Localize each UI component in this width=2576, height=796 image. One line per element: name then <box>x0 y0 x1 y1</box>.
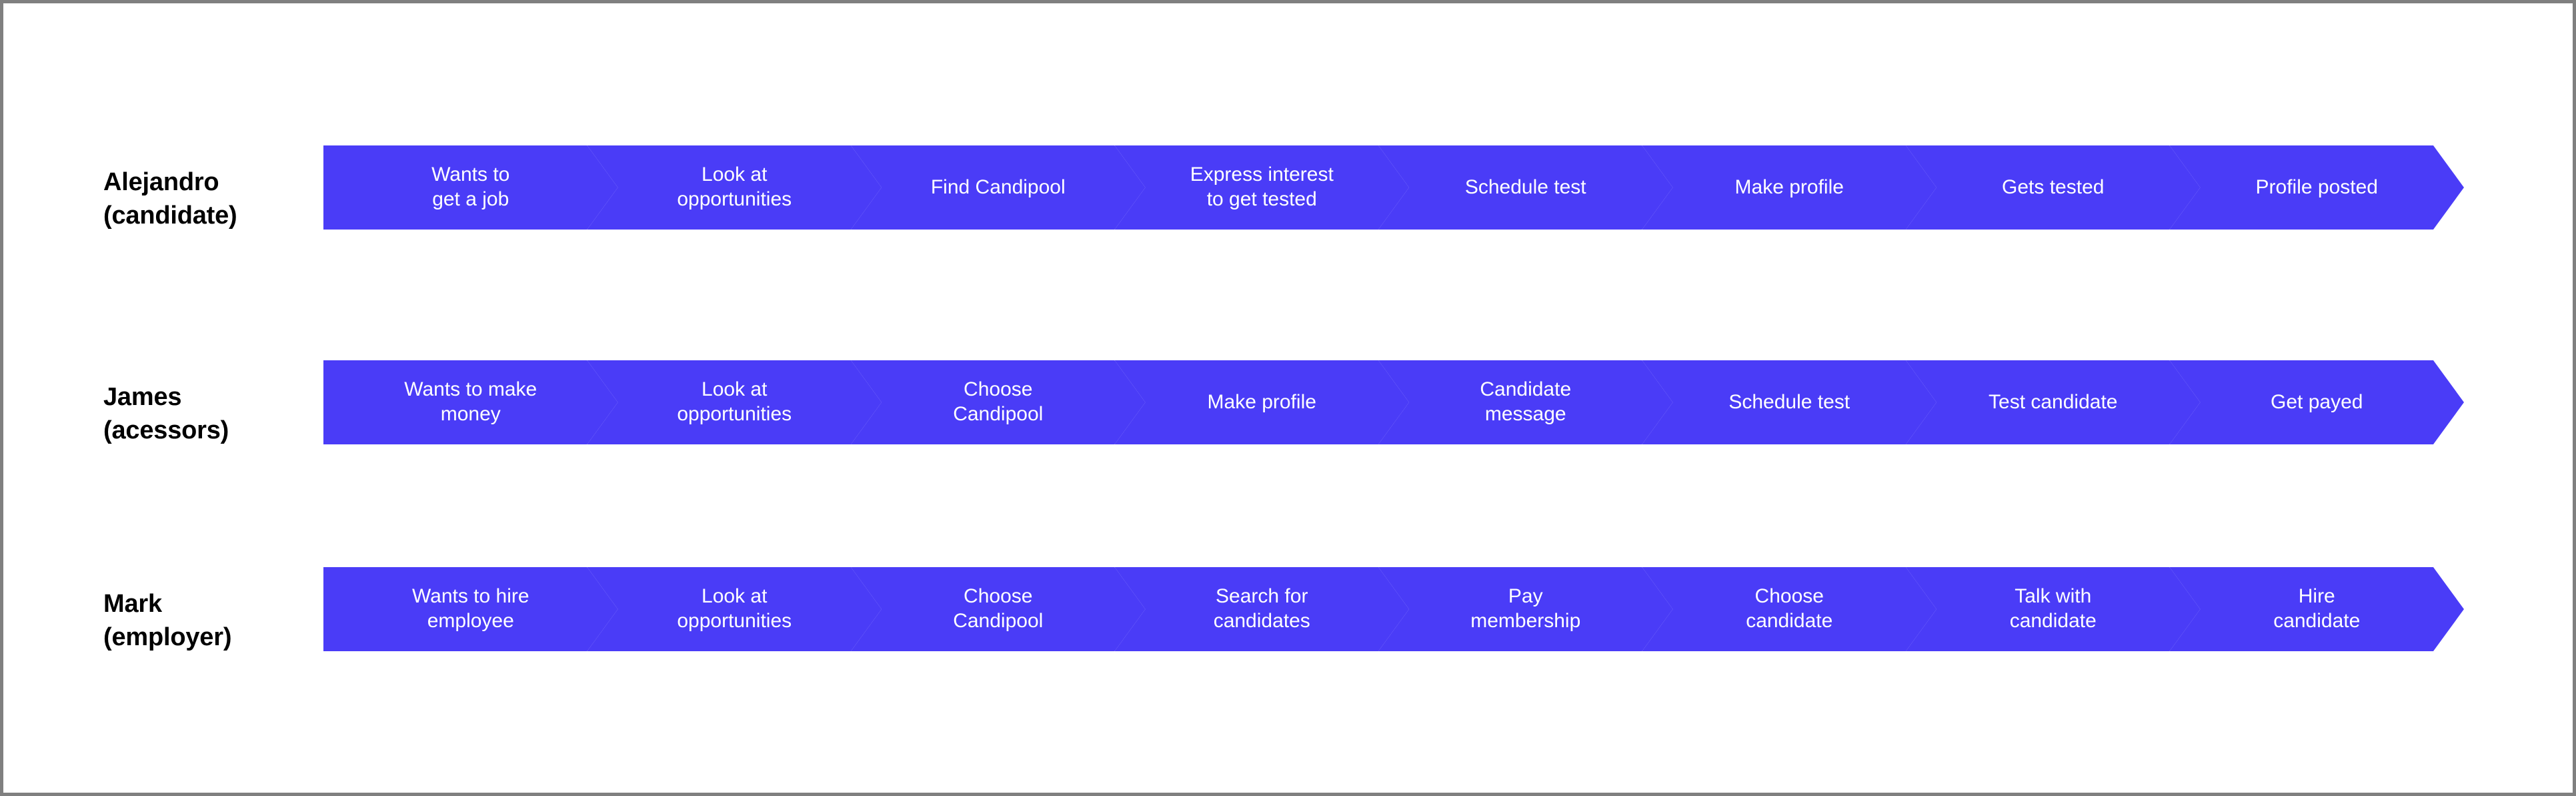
journey-step[interactable]: Look at opportunities <box>587 567 882 651</box>
journey-step-label: Wants to hire employee <box>411 585 529 632</box>
journey-step-label: Search for candidates <box>1213 585 1310 632</box>
journey-step-label: Schedule test <box>1464 175 1586 198</box>
journey-step[interactable]: Find Candipool <box>851 145 1146 230</box>
journey-step[interactable]: Choose Candipool <box>851 360 1146 444</box>
journey-step[interactable]: Look at opportunities <box>587 360 882 444</box>
journey-step-label: Look at opportunities <box>677 378 792 425</box>
journey-step[interactable]: Express interest to get tested <box>1115 145 1410 230</box>
journey-row-mark: Wants to hire employee Look at opportuni… <box>3 567 2576 651</box>
journey-step-label: Choose Candipool <box>953 378 1044 425</box>
journey-step-label: Profile posted <box>2255 175 2378 198</box>
journey-step-label: Look at opportunities <box>677 163 792 210</box>
journey-step-label: Choose Candipool <box>953 585 1044 632</box>
journey-step-label: Talk with candidate <box>2009 585 2097 632</box>
journey-row-alejandro: Wants to get a job Look at opportunities… <box>3 145 2576 230</box>
journey-step[interactable]: Wants to make money <box>323 360 618 444</box>
journey-step-label: Gets tested <box>2002 175 2105 198</box>
journey-step-label: Look at opportunities <box>677 585 792 632</box>
journey-step-label: Choose candidate <box>1746 585 1833 632</box>
journey-step[interactable]: Choose candidate <box>1642 567 1937 651</box>
journey-step-label: Wants to make money <box>404 378 537 425</box>
journey-step[interactable]: Make profile <box>1115 360 1410 444</box>
journey-step[interactable]: Wants to get a job <box>323 145 618 230</box>
journey-step-label: Find Candipool <box>930 175 1066 198</box>
journey-step-label: Express interest to get tested <box>1190 163 1334 210</box>
journey-step[interactable]: Wants to hire employee <box>323 567 618 651</box>
journey-row-james: Wants to make money Look at opportunitie… <box>3 360 2576 444</box>
journey-step-label: Hire candidate <box>2273 585 2361 632</box>
journey-step[interactable]: Make profile <box>1642 145 1937 230</box>
journey-step-label: Schedule test <box>1728 390 1850 413</box>
chevron-track-alejandro: Wants to get a job Look at opportunities… <box>323 145 2464 230</box>
journey-step-label: Test candidate <box>1989 390 2118 413</box>
journey-step-label: Make profile <box>1207 390 1316 413</box>
persona-label-mark: Mark (employer) <box>103 590 232 652</box>
journey-step[interactable]: Schedule test <box>1378 145 1673 230</box>
journey-step[interactable]: Candidate message <box>1378 360 1673 444</box>
journey-step[interactable]: Hire candidate <box>2170 567 2465 651</box>
journey-step[interactable]: Get payed <box>2170 360 2465 444</box>
journey-step[interactable]: Pay membership <box>1378 567 1673 651</box>
persona-label-alejandro: Alejandro (candidate) <box>103 168 237 230</box>
journey-step-label: Pay membership <box>1470 585 1581 632</box>
journey-step[interactable]: Gets tested <box>1906 145 2201 230</box>
journey-step[interactable]: Profile posted <box>2170 145 2465 230</box>
journey-step[interactable]: Look at opportunities <box>587 145 882 230</box>
persona-label-james: James (acessors) <box>103 383 229 445</box>
journey-step-label: Make profile <box>1734 175 1844 198</box>
journey-rows: Alejandro (candidate) Wants to get a job… <box>3 3 2573 793</box>
journey-step-label: Get payed <box>2271 390 2363 413</box>
journey-step-label: Candidate message <box>1480 378 1572 425</box>
journey-step[interactable]: Test candidate <box>1906 360 2201 444</box>
chevron-track-james: Wants to make money Look at opportunitie… <box>323 360 2464 444</box>
journey-step[interactable]: Search for candidates <box>1115 567 1410 651</box>
journey-step[interactable]: Choose Candipool <box>851 567 1146 651</box>
chevron-track-mark: Wants to hire employee Look at opportuni… <box>323 567 2464 651</box>
journey-step-label: Wants to get a job <box>431 163 510 210</box>
journey-step[interactable]: Schedule test <box>1642 360 1937 444</box>
journey-step[interactable]: Talk with candidate <box>1906 567 2201 651</box>
